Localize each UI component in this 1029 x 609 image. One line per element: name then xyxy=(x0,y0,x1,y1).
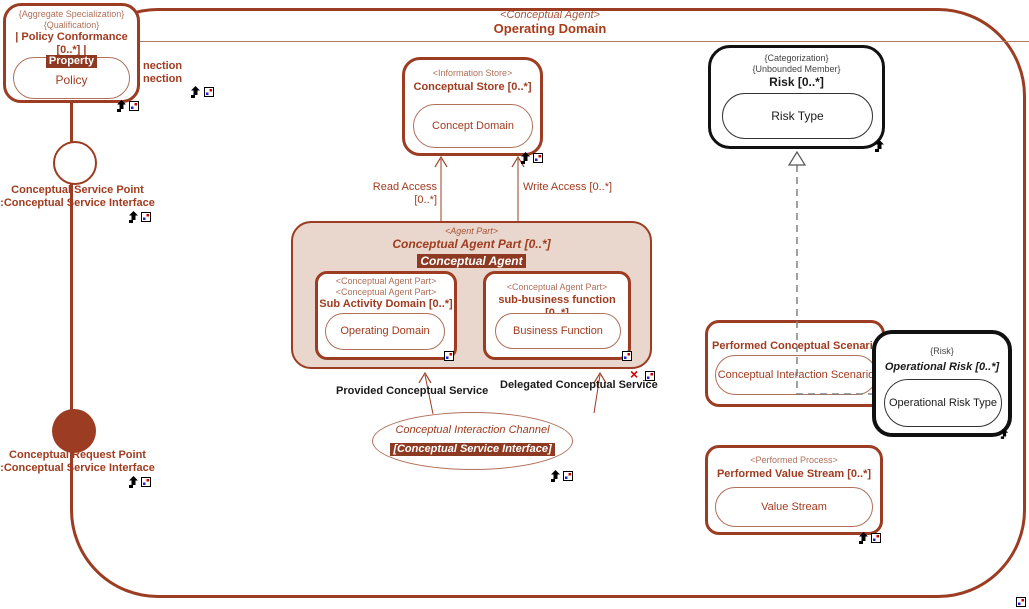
service-point-port[interactable] xyxy=(53,141,97,185)
diagram-ref-icon[interactable] xyxy=(871,533,881,543)
scenario-inner-label: Conceptual Interaction Scenario xyxy=(717,368,875,381)
agent-part-badge: Conceptual Agent xyxy=(417,254,526,268)
channel-title: Conceptual Interaction Channel xyxy=(395,424,550,436)
request-point-label-1: Conceptual Request Point xyxy=(9,449,146,461)
op-risk-title: Operational Risk [0..*] xyxy=(884,361,1000,373)
value-stream-inner-box[interactable]: Value Stream xyxy=(715,487,873,527)
diagram-ref-icon[interactable] xyxy=(563,471,573,481)
policy-title: | Policy Conformance [0..*] | xyxy=(15,31,128,56)
navigate-icon[interactable] xyxy=(550,470,561,482)
op-risk-inner-label: Operational Risk Type xyxy=(888,396,998,409)
diagram-ref-icon[interactable] xyxy=(204,87,214,97)
risk-inner-label: Risk Type xyxy=(771,109,824,123)
read-access-label: Read Access [0..*] xyxy=(372,181,437,206)
sub-right-stereotype: <Conceptual Agent Part> xyxy=(506,282,608,292)
scenario-inner-box[interactable]: Conceptual Interaction Scenario xyxy=(715,355,877,395)
delete-icon[interactable]: × xyxy=(630,366,639,382)
connection-label-1: nection xyxy=(143,60,183,72)
sub-left-stereotype-2: <Conceptual Agent Part> xyxy=(335,287,437,297)
sub-left-title: Sub Activity Domain [0..*] xyxy=(319,298,453,310)
risk-stereotype-1: {Categorization} xyxy=(764,53,829,63)
diagram-ref-icon[interactable] xyxy=(645,371,655,381)
operating-domain-title: Operating Domain xyxy=(493,21,607,36)
policy-stereotype-1: {Aggregate Specialization} xyxy=(18,9,125,19)
provided-service-label: Provided Conceptual Service xyxy=(336,385,489,397)
diagram-ref-icon[interactable] xyxy=(129,101,139,111)
diagram-ref-icon[interactable] xyxy=(533,153,543,163)
op-risk-stereotype: {Risk} xyxy=(930,346,954,356)
connection-label-2: nection xyxy=(143,73,183,85)
risk-stereotype-2: {Unbounded Member} xyxy=(752,64,841,74)
store-stereotype: <Information Store> xyxy=(432,68,513,78)
navigate-icon[interactable] xyxy=(190,86,201,98)
store-inner-label: Concept Domain xyxy=(432,119,514,132)
store-title: Conceptual Store [0..*] xyxy=(413,81,532,93)
diagram-ref-icon[interactable] xyxy=(1016,597,1026,607)
op-risk-inner-box[interactable]: Operational Risk Type xyxy=(884,379,1002,427)
policy-inner-label: Policy xyxy=(55,73,88,87)
title-separator xyxy=(140,41,1029,42)
scenario-title: Performed Conceptual Scenario [0..*] xyxy=(712,340,882,352)
sub-right-inner-label: Business Function xyxy=(513,324,603,337)
navigate-icon[interactable] xyxy=(116,100,127,112)
diagram-ref-icon[interactable] xyxy=(141,477,151,487)
request-point-port[interactable] xyxy=(52,409,96,453)
risk-title: Risk [0..*] xyxy=(769,75,824,89)
service-point-label-2: :Conceptual Service Interface xyxy=(0,197,155,209)
navigate-icon[interactable] xyxy=(128,476,139,488)
value-stream-stereotype: <Performed Process> xyxy=(750,455,838,465)
diagram-ref-icon[interactable] xyxy=(444,351,454,361)
risk-inner-box[interactable]: Risk Type xyxy=(722,93,873,139)
navigate-icon[interactable] xyxy=(874,140,885,152)
request-point-label-2: :Conceptual Service Interface xyxy=(0,462,155,474)
operating-domain-stereotype: <Conceptual Agent> xyxy=(500,9,600,21)
agent-part-title: Conceptual Agent Part [0..*] xyxy=(392,237,551,251)
sub-left-inner-label: Operating Domain xyxy=(340,325,430,337)
delegated-service-label: Delegated Conceptual Service xyxy=(500,379,658,391)
diagram-ref-icon[interactable] xyxy=(141,212,151,222)
diagram-ref-icon[interactable] xyxy=(622,351,632,361)
navigate-icon[interactable] xyxy=(520,152,531,164)
sub-left-stereotype-1: <Conceptual Agent Part> xyxy=(335,276,437,286)
write-access-label: Write Access [0..*] xyxy=(523,181,613,193)
value-stream-title: Performed Value Stream [0..*] xyxy=(716,468,872,480)
channel-badge: [Conceptual Service Interface] xyxy=(390,443,555,456)
agent-part-stereotype: <Agent Part> xyxy=(444,226,499,236)
navigate-icon[interactable] xyxy=(858,532,869,544)
navigate-icon[interactable] xyxy=(1000,429,1009,439)
interaction-channel-ellipse[interactable] xyxy=(372,412,573,470)
operational-risk-block[interactable]: {Risk} Operational Risk [0..*] Operation… xyxy=(872,330,1012,437)
service-point-label-1: Conceptual Service Point xyxy=(11,184,144,196)
value-stream-inner-label: Value Stream xyxy=(761,500,827,513)
operating-domain-block[interactable] xyxy=(70,8,1026,598)
sub-right-inner-box[interactable]: Business Function xyxy=(495,313,621,349)
policy-stereotype-2: {Qualification} xyxy=(43,20,100,30)
navigate-icon[interactable] xyxy=(128,211,139,223)
sub-left-inner-box[interactable]: Operating Domain xyxy=(325,313,445,350)
policy-badge: Property xyxy=(45,55,98,68)
store-inner-box[interactable]: Concept Domain xyxy=(413,104,533,148)
